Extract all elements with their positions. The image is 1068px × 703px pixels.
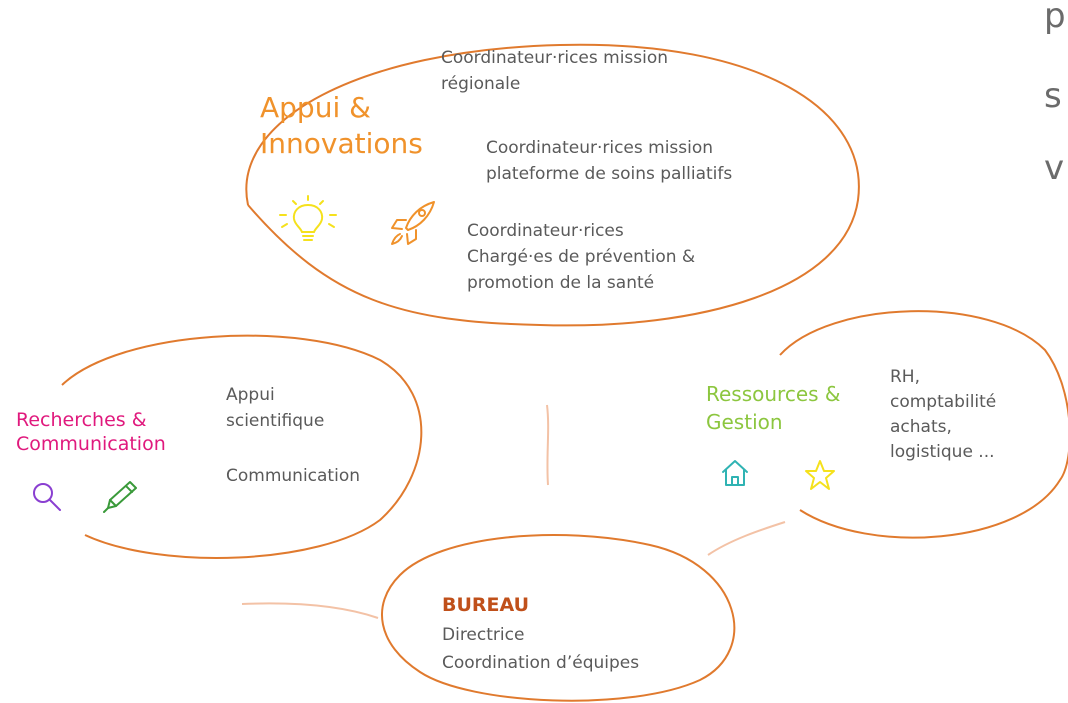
appui-item-3-line1: Coordinateur·rices <box>467 221 624 241</box>
lightbulb-icon <box>279 195 337 241</box>
appui-ellipse <box>245 43 860 327</box>
ressources-item-line3: achats, <box>890 417 952 437</box>
recherches-item-1: Appui scientifique <box>226 382 324 434</box>
appui-item-2: Coordinateur·rices mission plateforme de… <box>486 135 732 187</box>
appui-item-3: Coordinateur·rices Chargé·es de préventi… <box>467 218 695 296</box>
search-icon <box>33 483 61 511</box>
star-icon <box>805 460 835 490</box>
appui-item-3-line3: promotion de la santé <box>467 273 655 293</box>
appui-item-2-line1: Coordinateur·rices mission <box>486 138 714 158</box>
ressources-title-line1: Ressources & <box>706 382 841 406</box>
ressources-ellipse <box>779 310 1068 539</box>
ressources-title-line2: Gestion <box>706 410 783 434</box>
recherches-item-2-line1: Communication <box>226 466 360 486</box>
appui-item-1: Coordinateur·rices mission régionale <box>441 45 668 97</box>
bureau-title: BUREAU <box>442 594 530 616</box>
ressources-item-1: RH, comptabilité achats, logistique ... <box>890 365 996 465</box>
recherches-ellipse <box>61 334 423 559</box>
appui-item-1-line1: Coordinateur·rices mission <box>441 48 669 68</box>
ressources-title: Ressources & Gestion <box>706 380 841 436</box>
pen-icon <box>103 481 137 513</box>
ressources-item-line2: comptabilité <box>890 392 997 412</box>
connector-vertical <box>546 404 550 486</box>
appui-item-2-line2: plateforme de soins palliatifs <box>486 164 733 184</box>
ressources-item-line4: logistique ... <box>890 442 995 462</box>
appui-title-line2: Innovations <box>260 127 423 160</box>
appui-item-1-line2: régionale <box>441 74 521 94</box>
side-letter-3: v <box>1044 148 1065 188</box>
connector-left <box>241 602 379 619</box>
appui-title: Appui & Innovations <box>260 90 423 162</box>
connector-right <box>707 521 786 556</box>
recherches-title: Recherches & Communication <box>16 408 166 456</box>
side-letter-1: p <box>1044 0 1066 36</box>
recherches-title-line1: Recherches & <box>16 409 147 431</box>
bureau-item-2: Coordination d’équipes <box>442 653 640 673</box>
bureau-ellipse <box>381 534 736 702</box>
recherches-item-1-line2: scientifique <box>226 411 325 431</box>
side-letter-2: s <box>1044 76 1062 116</box>
bureau-item-1: Directrice <box>442 625 525 645</box>
appui-item-3-line2: Chargé·es de prévention & <box>467 247 696 267</box>
ressources-item-line1: RH, <box>890 367 920 387</box>
rocket-icon <box>391 201 435 245</box>
home-icon <box>722 460 748 486</box>
appui-title-line1: Appui & <box>260 91 371 124</box>
recherches-title-line2: Communication <box>16 433 166 455</box>
recherches-item-1-line1: Appui <box>226 385 275 405</box>
recherches-item-2: Communication <box>226 463 360 489</box>
